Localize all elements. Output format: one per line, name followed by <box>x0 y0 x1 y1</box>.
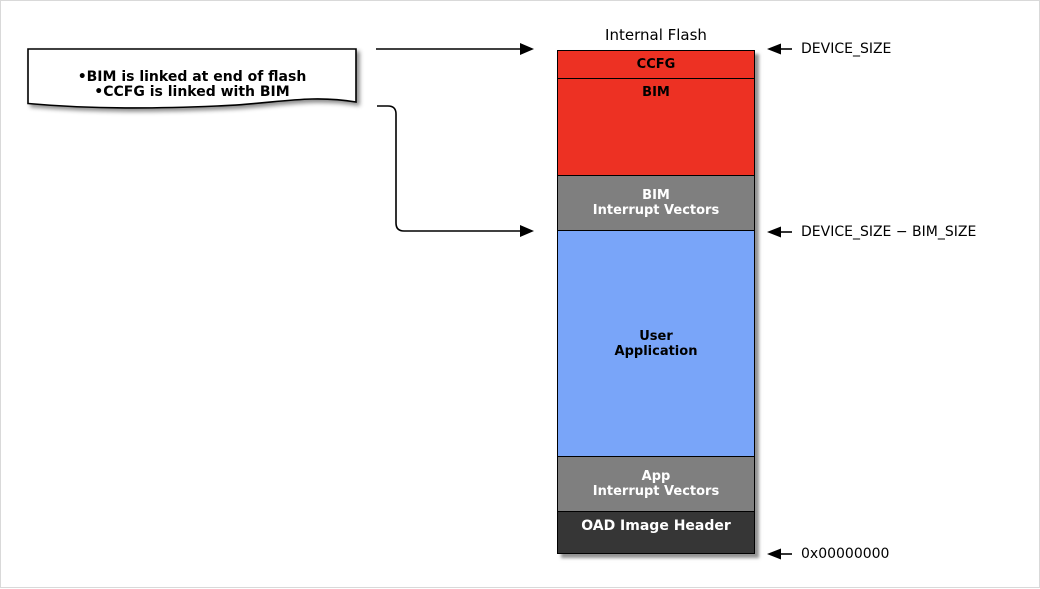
section-label-line1: BIM <box>642 188 670 203</box>
address-arrow-device-size-minus-bim-size <box>767 226 792 238</box>
arrow-left-icon <box>767 548 781 560</box>
memory-section-user-application: User Application <box>558 230 754 456</box>
note-line-2: •CCFG is linked with BIM <box>94 84 290 100</box>
section-label-line1: App <box>641 469 671 484</box>
address-arrow-zero <box>767 548 792 560</box>
section-label-line2: Interrupt Vectors <box>592 203 720 218</box>
section-label-line2: Application <box>614 343 698 359</box>
note-shape <box>27 48 357 109</box>
connector-arrow-top <box>376 43 534 55</box>
arrow-right-icon <box>520 43 534 55</box>
arrow-left-icon <box>767 43 781 55</box>
address-label-device-size: DEVICE_SIZE <box>801 41 892 57</box>
section-label: CCFG <box>636 57 676 72</box>
arrow-left-icon <box>767 226 781 238</box>
memory-section-ccfg: CCFG <box>558 51 754 78</box>
memory-section-app-interrupt-vectors: App Interrupt Vectors <box>558 456 754 511</box>
section-label: BIM <box>642 85 670 100</box>
address-arrow-device-size <box>767 43 792 55</box>
address-label-device-size-minus-bim-size: DEVICE_SIZE − BIM_SIZE <box>801 224 977 240</box>
section-label-line1: User <box>639 328 673 344</box>
section-label: OAD Image Header <box>581 518 731 534</box>
flash-memory-map: CCFG BIM BIM Interrupt Vectors User Appl… <box>557 50 755 554</box>
section-label-line2: Interrupt Vectors <box>592 484 720 499</box>
arrow-right-icon <box>520 225 534 237</box>
memory-section-bim-interrupt-vectors: BIM Interrupt Vectors <box>558 175 754 230</box>
address-label-zero: 0x00000000 <box>801 546 890 562</box>
note-line-1: •BIM is linked at end of flash <box>77 69 307 85</box>
connector-arrow-bottom <box>377 105 534 237</box>
note-box: •BIM is linked at end of flash •CCFG is … <box>27 48 357 112</box>
flash-title: Internal Flash <box>605 26 707 44</box>
memory-section-bim: BIM <box>558 78 754 175</box>
memory-section-oad-image-header: OAD Image Header <box>558 511 754 553</box>
